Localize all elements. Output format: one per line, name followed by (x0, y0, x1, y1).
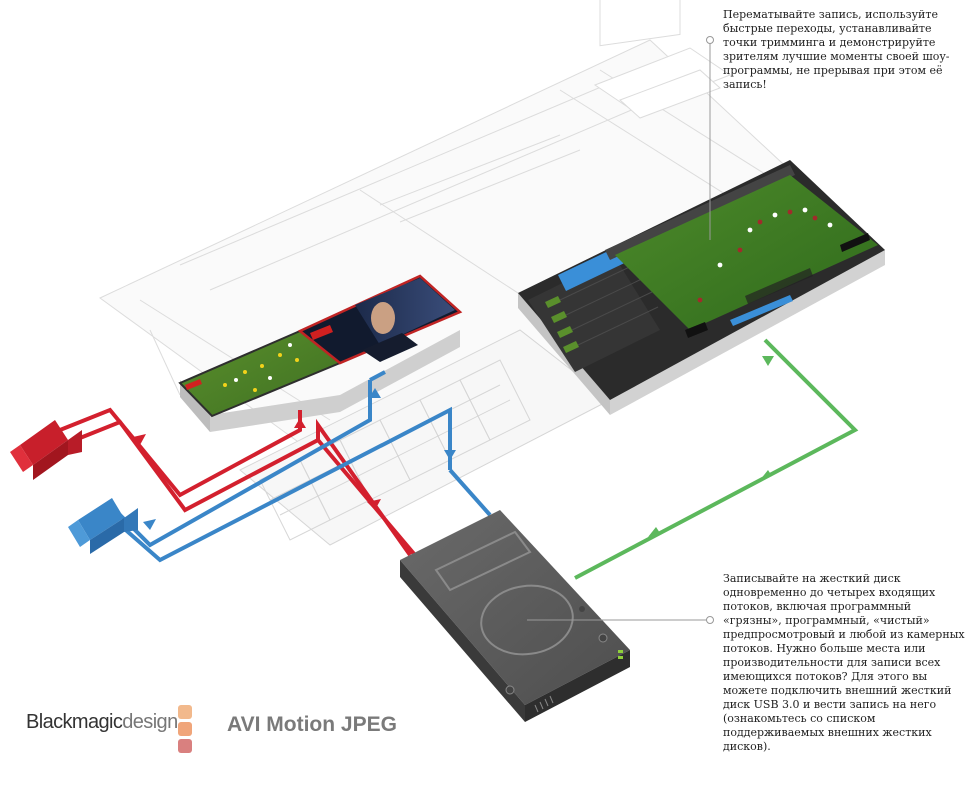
signal-arrows (133, 356, 774, 537)
blue-camera-icon (68, 498, 138, 554)
brand-wordmark: Blackmagicdesign (26, 711, 178, 733)
hard-drive-icon (400, 510, 630, 722)
brand-squares (178, 705, 194, 756)
format-label: AVI Motion JPEG (227, 713, 397, 736)
replay-controller (518, 160, 885, 415)
brand-square (178, 739, 192, 753)
pitch-players (223, 353, 299, 392)
callout-replay-description: Перематывайте запись, используйте быстры… (723, 8, 950, 91)
callout-recording-description: Записывайте на жесткий диск одновременно… (723, 572, 965, 753)
callout-leaders (527, 36, 714, 624)
brand-square (178, 722, 192, 736)
replay-video (615, 175, 878, 330)
red-camera-icon (10, 420, 82, 480)
multiview-monitors (178, 274, 463, 432)
green-signal-line (574, 338, 859, 580)
brand-square (178, 705, 192, 719)
timeline-bar[interactable] (730, 295, 793, 326)
